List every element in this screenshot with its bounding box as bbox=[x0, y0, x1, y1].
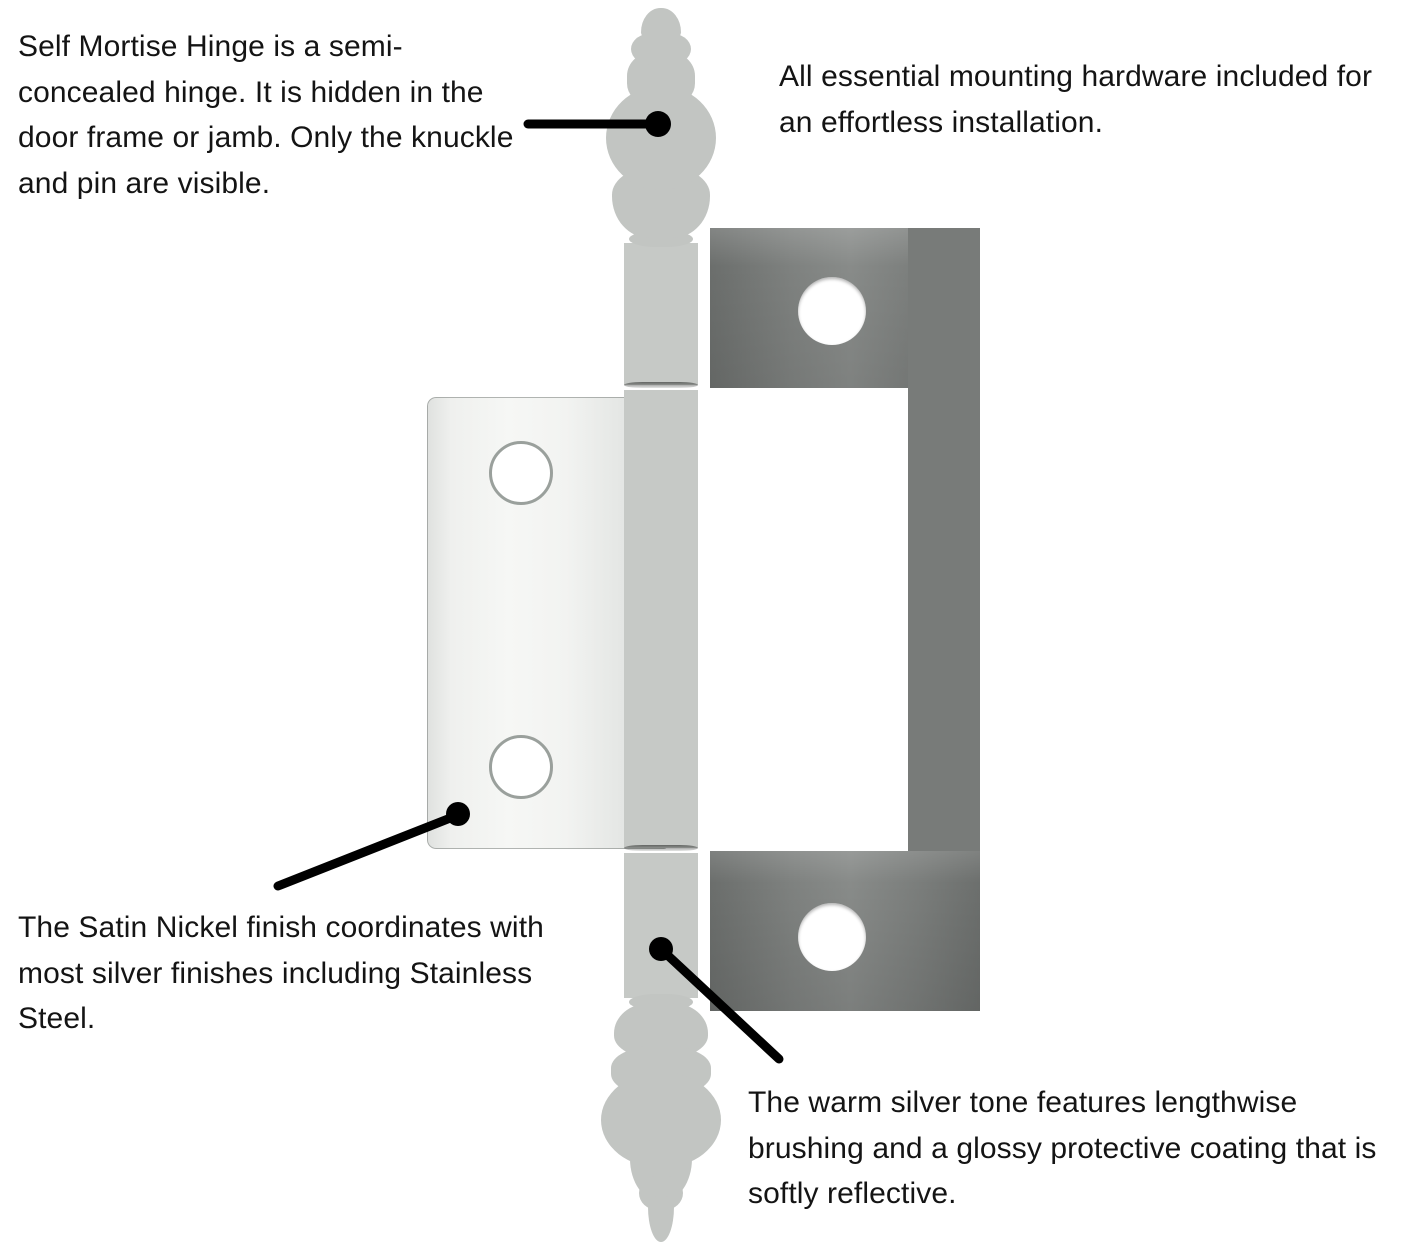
callout-satin-nickel-finish: The Satin Nickel finish coordinates with… bbox=[18, 911, 544, 1036]
callout-warm-silver-tone: The warm silver tone features lengthwise… bbox=[748, 1086, 1377, 1211]
center-knuckle bbox=[624, 390, 698, 848]
screw-hole-right-bottom bbox=[798, 903, 866, 971]
screw-hole-left-top bbox=[489, 441, 553, 505]
screw-hole-left-bottom bbox=[489, 735, 553, 799]
top-finial-tip bbox=[641, 8, 681, 42]
knuckle-seam-bottom bbox=[624, 845, 698, 851]
upper-knuckle bbox=[624, 243, 698, 385]
screw-hole-right-top bbox=[798, 277, 866, 345]
callout-semi-concealed: Self Mortise Hinge is a semi-concealed h… bbox=[18, 30, 514, 200]
bottom-finial-tip bbox=[648, 1196, 674, 1242]
lower-knuckle bbox=[624, 853, 698, 998]
knuckle-seam-top bbox=[624, 382, 698, 388]
callout-mounting-hardware: All essential mounting hardware included… bbox=[779, 60, 1373, 139]
